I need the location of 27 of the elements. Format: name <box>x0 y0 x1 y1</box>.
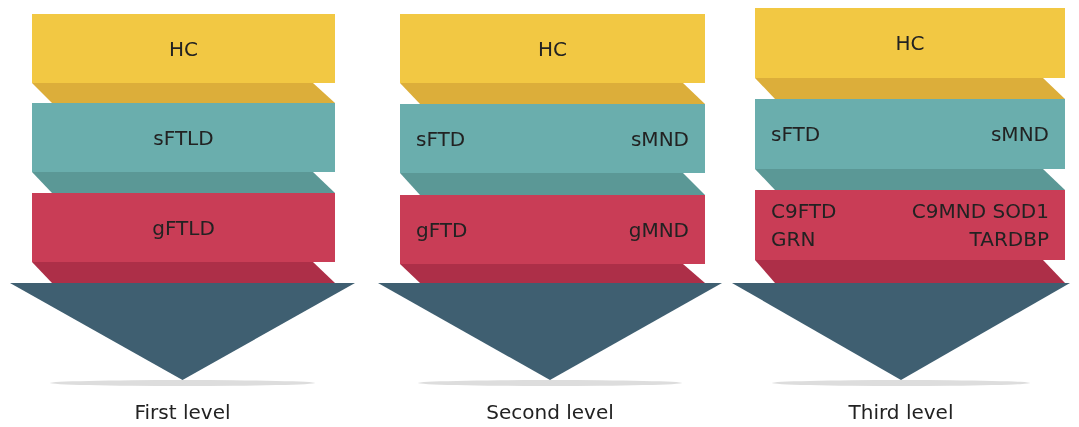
layer-band <box>32 193 335 262</box>
layer-label: HC <box>895 31 925 55</box>
layer-label: gMND <box>628 217 689 242</box>
layer-label: HC <box>169 36 198 61</box>
layer-band <box>755 8 1065 78</box>
layer-label: sMND <box>630 126 689 151</box>
level-caption: Third level <box>847 400 955 424</box>
layer-label: gFTD <box>416 217 468 242</box>
layer-label: GRN <box>771 227 816 251</box>
layer-band <box>32 14 335 83</box>
level-caption: First level <box>133 400 232 424</box>
layer-label: gFTLD <box>152 215 215 240</box>
layer-band <box>400 14 705 83</box>
layer-band <box>32 103 335 172</box>
layer-band <box>755 99 1065 169</box>
layer-label: sFTD <box>416 126 466 151</box>
layer-label: sFTD <box>771 122 821 146</box>
layer-label: C9FTD <box>771 199 837 223</box>
level-caption: Second level <box>485 400 615 424</box>
layer-label: sMND <box>990 122 1049 146</box>
layer-band <box>400 104 705 173</box>
layer-label: HC <box>538 36 567 61</box>
layer-label: sFTLD <box>153 125 214 150</box>
layer-band <box>400 195 705 264</box>
layer-label: TARDBP <box>969 227 1049 251</box>
layer-label: C9MND SOD1 <box>911 199 1049 223</box>
layer-band <box>755 190 1065 260</box>
